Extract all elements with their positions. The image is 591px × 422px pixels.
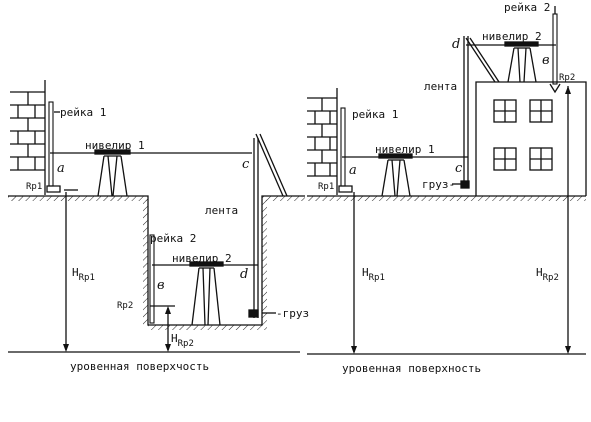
right-rp1-label: Rp1 [318, 182, 334, 192]
right-diagram [307, 6, 587, 355]
left-staff-2 [149, 234, 155, 324]
right-weight [460, 180, 470, 189]
left-staff-1-label: рейка 1 [60, 106, 106, 119]
right-h-rp1-label: HRp1 [362, 266, 385, 283]
right-staff-2 [552, 13, 558, 85]
left-weight-label: -груз [276, 307, 309, 320]
right-level-2-label: нивелир 2 [482, 30, 542, 43]
right-level-1-label: нивелир 1 [375, 143, 435, 156]
right-h-rp2-label: HRp2 [536, 266, 559, 283]
left-benchmark-rp1 [46, 185, 61, 193]
right-point-c: c [455, 161, 463, 176]
right-staff-2-label: рейка 2 [504, 1, 550, 14]
left-tape-pole [255, 133, 284, 197]
left-level-2 [189, 261, 224, 326]
left-level-surface-label: уровенная поверхчость [70, 360, 209, 373]
left-level-1-label: нивелир 1 [85, 139, 145, 152]
right-brick-wall [307, 88, 338, 195]
left-ground-hatch-2 [143, 196, 148, 325]
left-point-b: в [157, 278, 165, 293]
left-level-2-label: нивелир 2 [172, 252, 232, 265]
right-point-d: d [452, 37, 460, 52]
right-tape-label: лента [424, 80, 457, 93]
right-benchmark-rp1 [338, 185, 353, 193]
left-tape-label: лента [205, 204, 238, 217]
left-staff-2-label: рейка 2 [150, 232, 196, 245]
left-level-1 [94, 149, 131, 197]
right-staff-1-label: рейка 1 [352, 108, 398, 121]
left-ground-hatch-4 [262, 196, 267, 330]
left-ground-hatch-1 [8, 196, 148, 201]
right-level-2 [504, 41, 539, 83]
right-level-surface-label: уровенная поверхность [342, 362, 481, 375]
left-point-d: d [240, 267, 248, 282]
left-brick-wall [10, 80, 46, 195]
right-staff-1 [340, 107, 346, 187]
left-point-c: c [242, 157, 250, 172]
right-building [475, 81, 587, 196]
left-h-rp2-label: HRp2 [171, 332, 194, 349]
left-staff-1 [48, 101, 54, 187]
left-h-rp1-label: HRp1 [72, 266, 95, 283]
left-rp1-label: Rp1 [26, 182, 42, 192]
left-diagram [8, 80, 305, 353]
right-level-1 [378, 153, 413, 197]
left-rp2-label: Rp2 [117, 301, 133, 311]
left-point-a: a [57, 161, 65, 176]
right-point-b: в [542, 53, 550, 68]
left-ground-hatch-3 [148, 325, 262, 330]
left-ground-hatch-5 [262, 196, 305, 201]
right-ground-hatch [307, 196, 586, 201]
left-weight [248, 309, 259, 318]
right-weight-label: груз- [422, 178, 455, 191]
right-rp2-label: Rp2 [559, 73, 575, 83]
right-point-a: a [349, 163, 357, 178]
